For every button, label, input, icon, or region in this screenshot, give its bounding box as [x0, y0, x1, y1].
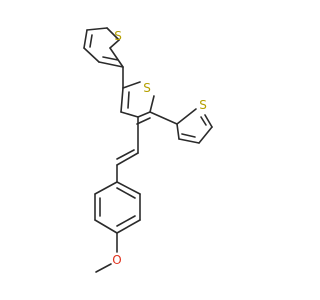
bond: [116, 219, 141, 234]
vinylene-linker: [116, 116, 139, 183]
bond: [120, 111, 139, 118]
methoxyphenyl-ring: [94, 181, 141, 234]
methoxy-group: [95, 232, 118, 273]
bond: [109, 47, 124, 68]
bond: [89, 34, 93, 48]
bond: [116, 181, 141, 195]
bond: [120, 87, 124, 113]
bond: [127, 91, 130, 109]
bond: [83, 47, 100, 63]
bond: [116, 187, 136, 199]
bond: [94, 181, 118, 195]
sulfur-atom-label-top: S: [114, 29, 122, 43]
bond: [86, 27, 108, 31]
bond: [122, 81, 141, 89]
bond: [102, 56, 119, 61]
bond: [83, 29, 88, 49]
bond: [94, 219, 118, 234]
sulfur-atom-label-right: S: [199, 98, 207, 112]
bond: [137, 111, 151, 118]
bond: [181, 133, 196, 138]
inter-ring-bond-right: [149, 111, 178, 125]
bond: [95, 263, 112, 273]
oxygen-atom-label-methoxy: O: [112, 253, 121, 267]
bond: [98, 61, 124, 68]
bond: [200, 116, 207, 126]
bond: [136, 117, 151, 125]
bond: [176, 123, 180, 140]
right-thiophene-ring: [176, 108, 213, 144]
bond: [116, 215, 136, 227]
sulfur-atom-label-central: S: [143, 81, 151, 95]
molecule-structure: S S S O: [83, 27, 213, 273]
bond: [106, 27, 120, 41]
bond: [176, 108, 197, 125]
bond: [204, 114, 213, 128]
structure-canvas: S S S O: [83, 27, 213, 273]
bond: [116, 152, 139, 166]
top-thiophene-ring: [83, 27, 124, 68]
bond: [149, 95, 155, 113]
bond: [198, 126, 213, 144]
bond: [178, 138, 200, 144]
central-thiophene-ring: [120, 81, 155, 125]
bond: [116, 149, 135, 160]
bond: [109, 39, 120, 49]
